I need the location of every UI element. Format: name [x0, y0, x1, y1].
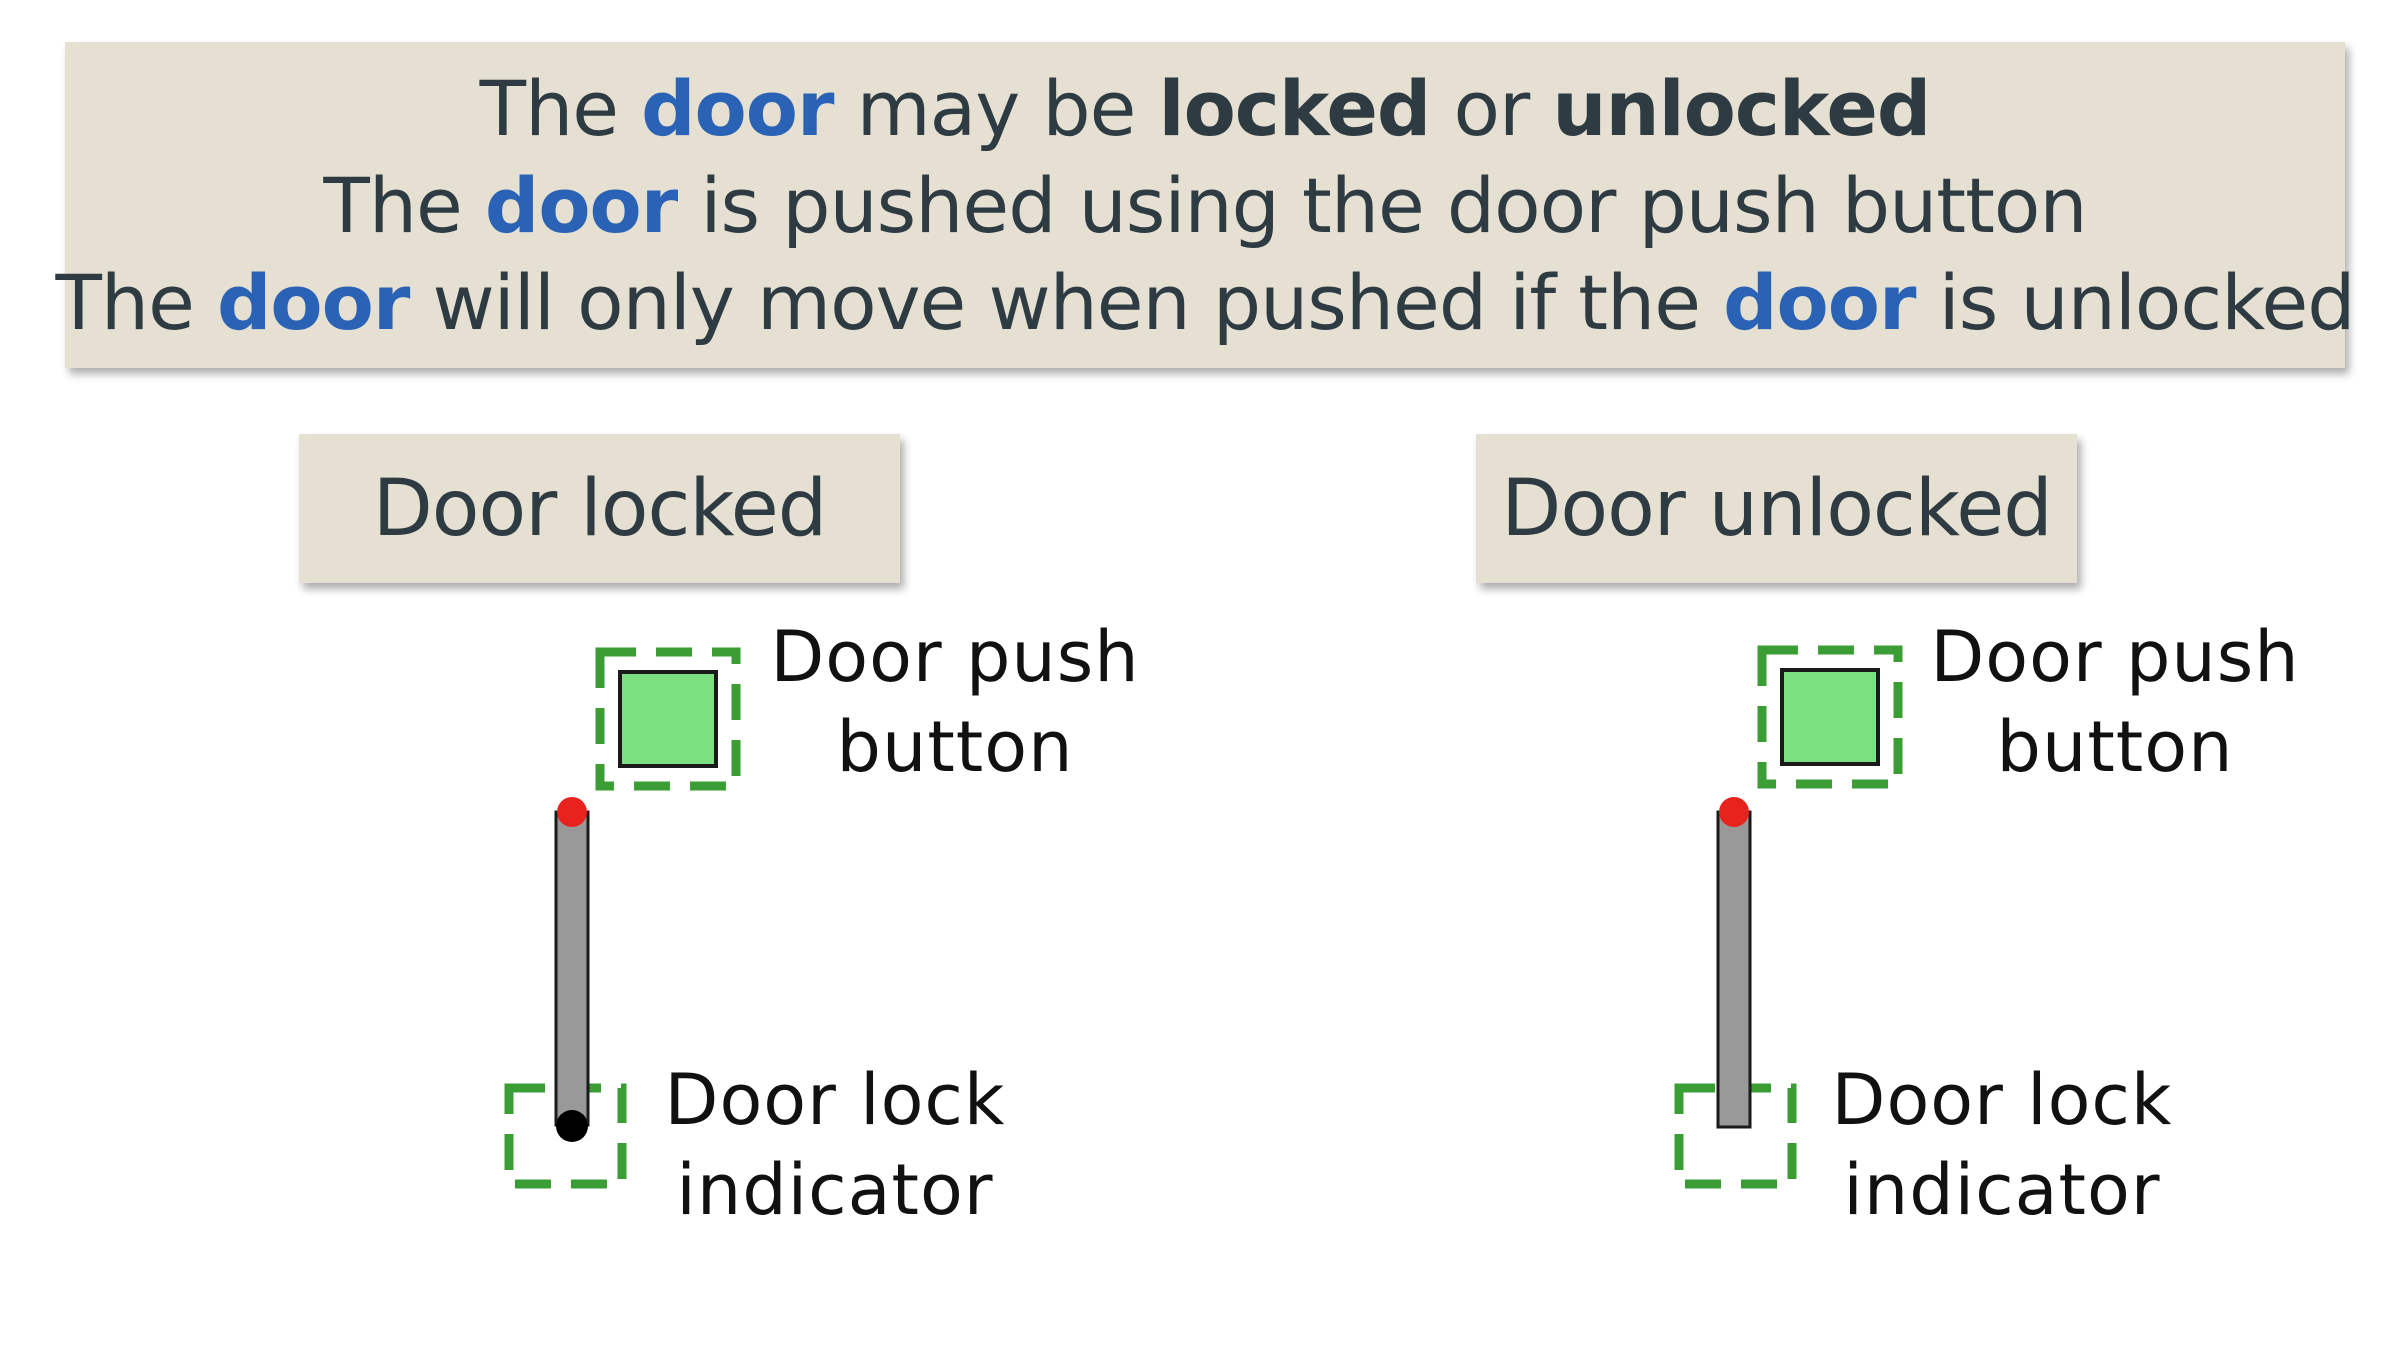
door-unlocked-title: Door unlocked — [1476, 434, 2077, 583]
requirement-line-2: The door is pushed using the door push b… — [323, 157, 2087, 254]
requirement-line-3: The door will only move when pushed if t… — [55, 254, 2356, 351]
push-button-dashed-outline — [1757, 645, 1903, 789]
push-button-dashed-outline — [595, 647, 741, 791]
keyword-locked: locked — [1158, 63, 1432, 153]
caption-line: button — [1996, 706, 2234, 788]
keyword-unlocked: unlocked — [1552, 63, 1931, 153]
text: is pushed using the door push button — [677, 160, 2087, 250]
door-lock-indicator — [556, 1110, 588, 1142]
push-button-label: Door push button — [755, 612, 1155, 792]
keyword-door: door — [641, 63, 834, 153]
text: The — [55, 257, 217, 347]
door-hinge — [557, 797, 587, 827]
lock-indicator-label: Door lock indicator — [655, 1055, 1015, 1235]
text: may be — [833, 63, 1159, 153]
requirements-banner: The door may be locked or unlocked The d… — [55, 42, 2356, 368]
door-hinge — [1719, 797, 1749, 827]
keyword-door: door — [1723, 257, 1916, 347]
push-button-label: Door push button — [1915, 612, 2315, 792]
lock-indicator-label: Door lock indicator — [1822, 1055, 2182, 1235]
caption-line: indicator — [1843, 1149, 2161, 1231]
caption-line: Door push — [770, 616, 1140, 698]
text: will only move when pushed if the — [409, 257, 1724, 347]
door-push-button[interactable] — [618, 670, 718, 768]
text: is unlocked — [1915, 257, 2356, 347]
caption-line: button — [836, 706, 1074, 788]
door-push-button[interactable] — [1780, 668, 1880, 766]
text: The — [323, 160, 485, 250]
keyword-door: door — [484, 160, 678, 250]
door — [1716, 810, 1752, 1129]
keyword-door: door — [217, 257, 410, 347]
unlocked-panel — [1674, 645, 1903, 1189]
text: The — [479, 63, 642, 153]
caption-line: Door push — [1930, 616, 2300, 698]
caption-line: Door lock — [1831, 1059, 2173, 1141]
caption-line: indicator — [676, 1149, 994, 1231]
caption-line: Door lock — [664, 1059, 1006, 1141]
text: or — [1430, 63, 1553, 153]
requirement-line-1: The door may be locked or unlocked — [479, 60, 1932, 157]
door — [554, 810, 590, 1127]
locked-panel — [504, 647, 741, 1189]
door-locked-title: Door locked — [299, 434, 900, 583]
